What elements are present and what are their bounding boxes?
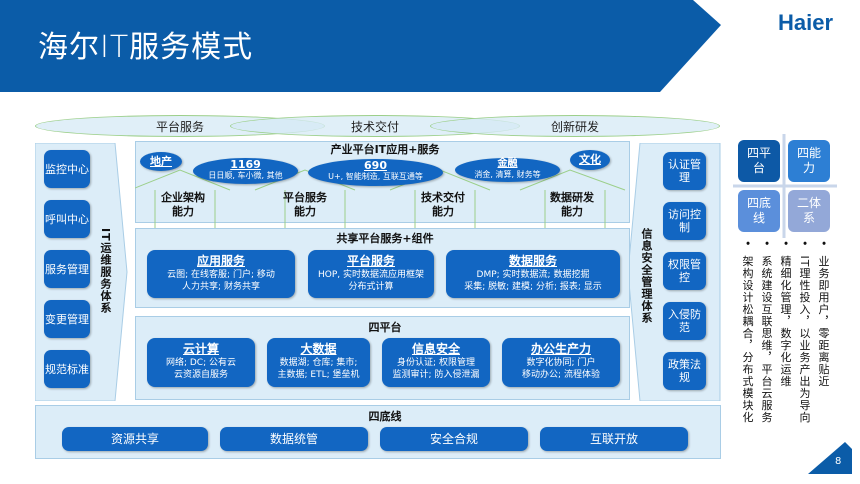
quadrant-two-systems: 二体系 bbox=[788, 190, 830, 232]
ellipse-690-title: 690 bbox=[364, 159, 387, 172]
principle-item: IT理性投入，以业务产出为导向 bbox=[798, 240, 811, 424]
left-item-service-mgmt[interactable]: 服务管理 bbox=[44, 250, 90, 288]
baselines-title: 四底线 bbox=[368, 410, 402, 423]
right-item-access[interactable]: 访问控制 bbox=[663, 202, 706, 240]
shared-data-title: 数据服务 bbox=[508, 254, 557, 268]
shared-app-line: 云图; 在线客服; 门户; 移动 bbox=[167, 270, 275, 280]
platform-line: 数据湖; 仓库; 集市; bbox=[279, 358, 358, 368]
capability-platform: 平台服务能力 bbox=[283, 191, 327, 218]
shared-data-line: 采集; 脱敏; 建模; 分析; 报表; 显示 bbox=[464, 282, 602, 292]
right-panel-label: 信息安全管理体系 bbox=[640, 228, 653, 324]
shared-title: 共享平台服务+组件 bbox=[336, 232, 434, 245]
platform-cloud[interactable]: 云计算网络; DC; 公有云云资源自服务 bbox=[147, 338, 255, 387]
platform-security[interactable]: 信息安全身份认证; 权限管理监测审计; 防入侵泄漏 bbox=[382, 338, 490, 387]
platform-security-title: 信息安全 bbox=[411, 342, 460, 356]
right-item-permission[interactable]: 权限管控 bbox=[663, 252, 706, 290]
ellipse-real-estate[interactable]: 地产 bbox=[140, 152, 182, 171]
shared-app-title: 应用服务 bbox=[196, 254, 245, 268]
platform-cloud-title: 云计算 bbox=[182, 342, 219, 356]
shared-app-service[interactable]: 应用服务云图; 在线客服; 门户; 移动人力共享; 财务共享 bbox=[147, 250, 295, 298]
quadrant-four-capabilities: 四能力 bbox=[788, 140, 830, 182]
platform-line: 监测审计; 防入侵泄漏 bbox=[392, 370, 480, 380]
ellipse-culture[interactable]: 文化 bbox=[570, 150, 610, 170]
header-band bbox=[0, 0, 721, 92]
platform-line: 云资源自服务 bbox=[173, 370, 228, 380]
left-item-monitor[interactable]: 监控中心 bbox=[44, 150, 90, 188]
platform-line: 移动办公; 流程体验 bbox=[522, 370, 600, 380]
shared-platform-title: 平台服务 bbox=[346, 254, 395, 268]
platform-line: 身份认证; 权限管理 bbox=[397, 358, 475, 368]
left-panel-label: IT运维服务体系 bbox=[99, 228, 112, 314]
right-item-intrusion[interactable]: 入侵防范 bbox=[663, 302, 706, 340]
capability-delivery: 技术交付能力 bbox=[421, 191, 465, 218]
quadrant-axes bbox=[733, 134, 837, 238]
right-item-auth[interactable]: 认证管理 bbox=[663, 152, 706, 190]
principle-item: 精细化管理，数字化运维 bbox=[779, 240, 792, 388]
shared-platform-service[interactable]: 平台服务 HOP, 实时数据流应用框架分布式计算 bbox=[308, 250, 434, 298]
capability-architecture: 企业架构能力 bbox=[161, 191, 205, 218]
platform-line: 主数据; ETL; 堡垒机 bbox=[277, 370, 360, 380]
right-item-policy[interactable]: 政策法规 bbox=[663, 352, 706, 390]
platform-line: 数字化协同; 门户 bbox=[526, 358, 596, 368]
baseline-compliance[interactable]: 安全合规 bbox=[380, 427, 528, 451]
platform-line: 网络; DC; 公有云 bbox=[165, 358, 236, 368]
shared-data-service[interactable]: 数据服务 DMP; 实时数据流; 数据挖掘采集; 脱敏; 建模; 分析; 报表; … bbox=[446, 250, 620, 298]
ellipse-1169-title: 1169 bbox=[230, 158, 261, 171]
quadrant-four-baselines: 四底线 bbox=[738, 190, 780, 232]
ellipse-finance-title: 金融 bbox=[497, 158, 518, 169]
ellipse-finance[interactable]: 金融消金, 清算, 财务等 bbox=[455, 158, 560, 182]
page-number-badge bbox=[808, 442, 852, 474]
page-number: 8 bbox=[835, 456, 842, 467]
platforms-title: 四平台 bbox=[368, 321, 402, 334]
platform-bigdata-title: 大数据 bbox=[300, 342, 337, 356]
platform-bigdata[interactable]: 大数据数据湖; 仓库; 集市; 主数据; ETL; 堡垒机 bbox=[267, 338, 370, 387]
quadrant-four-platforms: 四平台 bbox=[738, 140, 780, 182]
baseline-resource-sharing[interactable]: 资源共享 bbox=[62, 427, 208, 451]
ellipse-690-sub: U+, 智能制造, 互联互通等 bbox=[328, 172, 423, 181]
baseline-open[interactable]: 互联开放 bbox=[540, 427, 688, 451]
shared-app-line: 人力共享; 财务共享 bbox=[182, 282, 260, 292]
ellipse-finance-sub: 消金, 清算, 财务等 bbox=[474, 170, 541, 179]
capability-data: 数据研发能力 bbox=[550, 191, 594, 218]
left-item-standards[interactable]: 规范标准 bbox=[44, 350, 90, 388]
principle-item: 系统建设互联思维，平台云服务 bbox=[760, 240, 773, 424]
page-title: 海尔IT服务模式 bbox=[38, 30, 254, 65]
shared-data-line: DMP; 实时数据流; 数据挖掘 bbox=[476, 270, 590, 280]
left-item-callcenter[interactable]: 呼叫中心 bbox=[44, 200, 90, 238]
industry-title: 产业平台IT应用+服务 bbox=[330, 143, 440, 156]
principle-item: 架构设计松耦合，分布式模块化 bbox=[741, 240, 754, 424]
left-item-change-mgmt[interactable]: 变更管理 bbox=[44, 300, 90, 338]
platform-productivity-title: 办公生产力 bbox=[530, 342, 591, 356]
ellipse-1169-sub: 日日顺, 车小微, 其他 bbox=[208, 171, 283, 180]
shared-platform-line: HOP, 实时数据流应用框架 bbox=[317, 270, 424, 280]
oval-innovation: 创新研发 bbox=[430, 115, 720, 137]
shared-platform-line: 分布式计算 bbox=[348, 282, 394, 292]
principle-item: 业务即用户，零距离贴近 bbox=[817, 240, 830, 388]
haier-logo: Haier bbox=[778, 10, 834, 35]
platform-productivity[interactable]: 办公生产力数字化协同; 门户移动办公; 流程体验 bbox=[502, 338, 620, 387]
baseline-data-governance[interactable]: 数据统管 bbox=[220, 427, 368, 451]
